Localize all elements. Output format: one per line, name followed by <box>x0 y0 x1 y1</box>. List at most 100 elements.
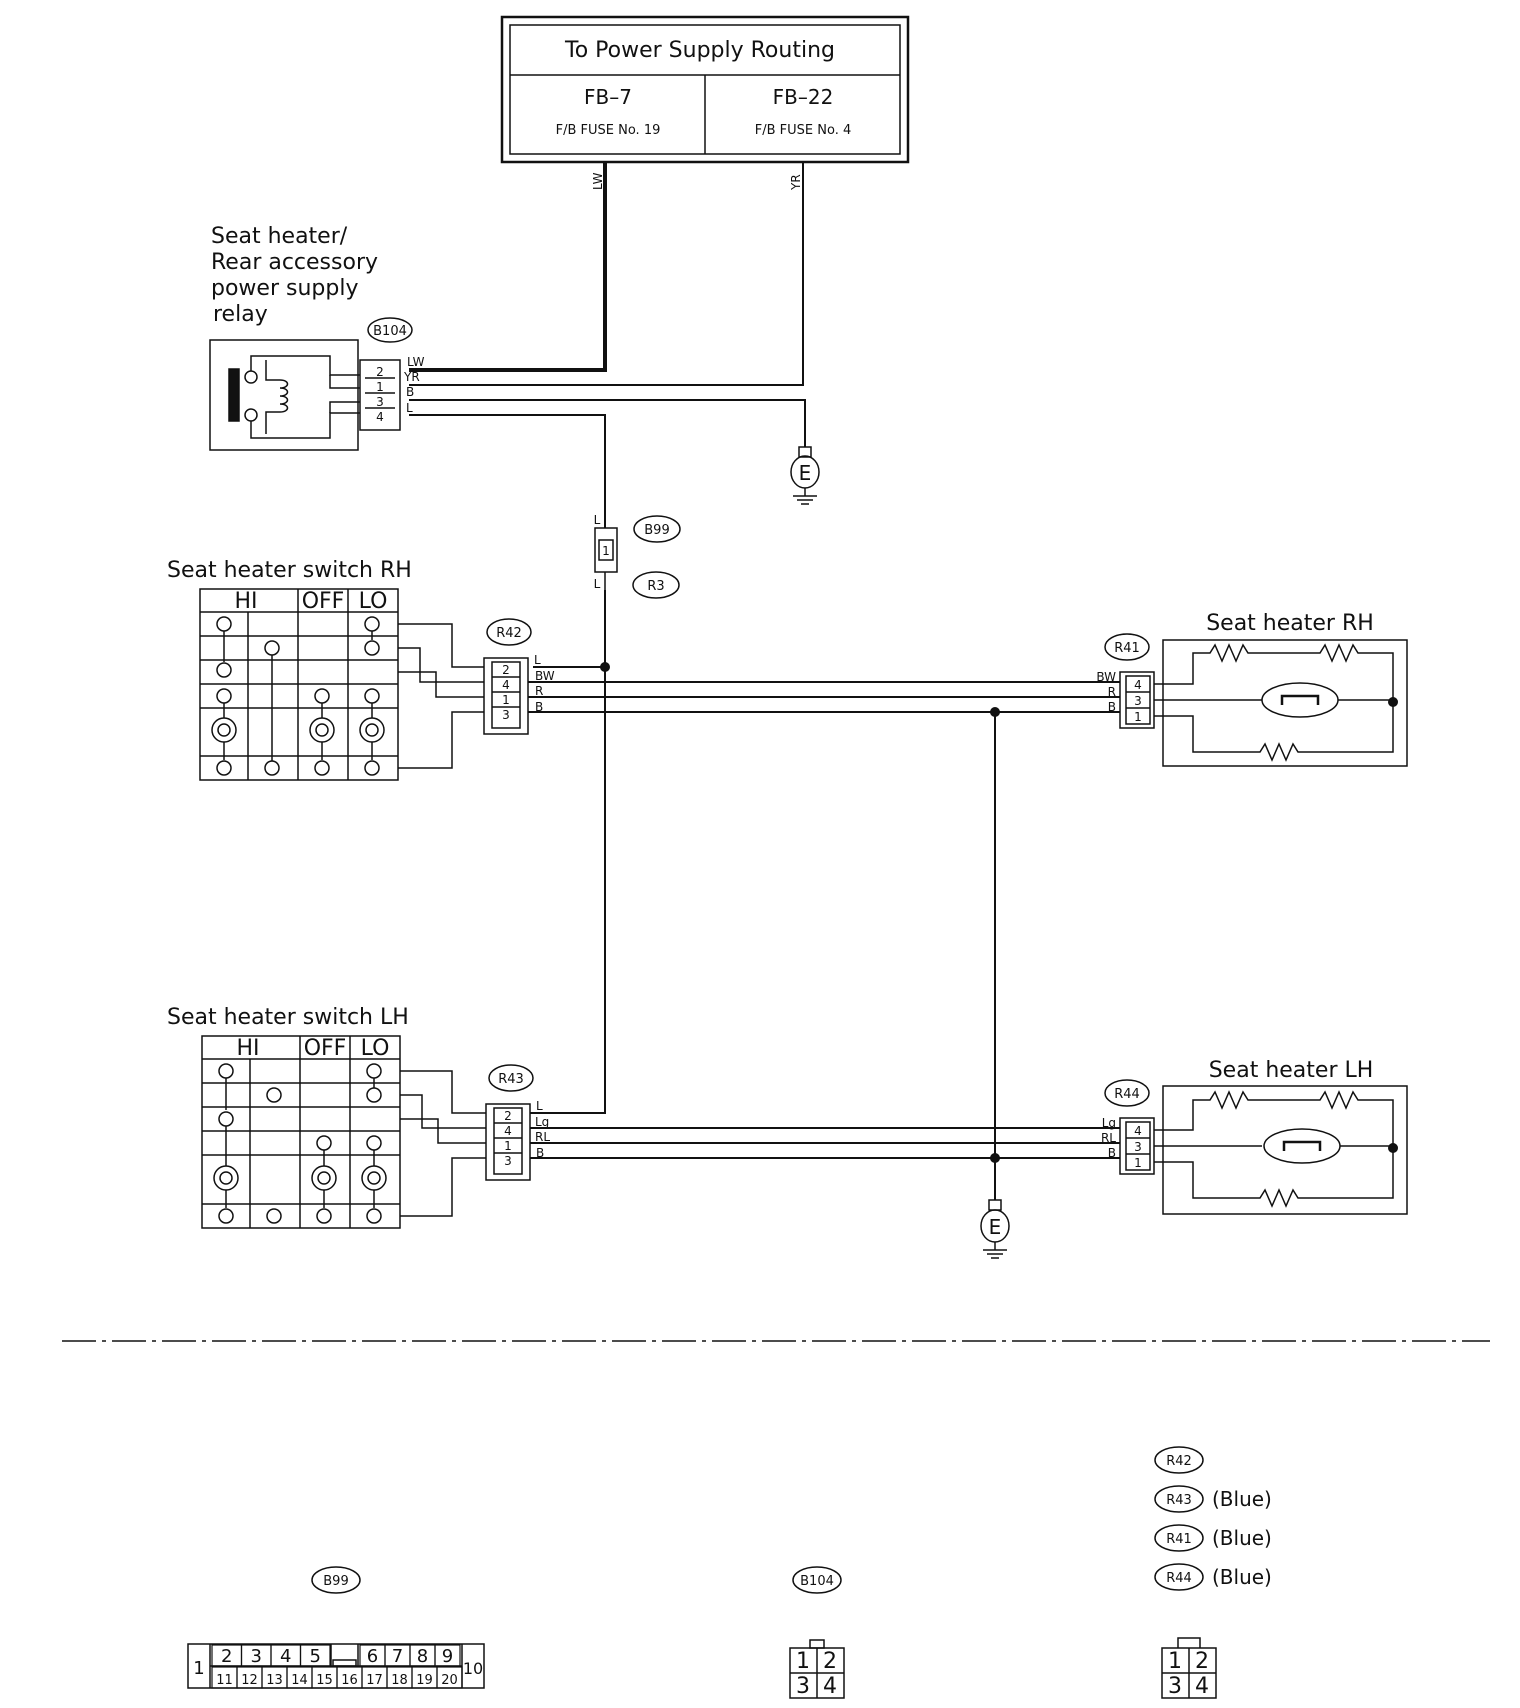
r44-pin-3: 3 <box>1134 1140 1142 1154</box>
r44-wire-lg: Lg <box>1102 1116 1116 1130</box>
b99-pin-5: 5 <box>310 1646 321 1667</box>
splice-l-rh <box>600 662 610 672</box>
relay-pin-1: 1 <box>376 380 384 394</box>
switch-lh-pos-lo: LO <box>361 1036 390 1061</box>
r42-wire-bw: BW <box>535 669 555 683</box>
b99-pin-9: 9 <box>442 1646 453 1667</box>
r41-pin-3: 3 <box>1134 694 1142 708</box>
b99-pin-3: 3 <box>251 1646 262 1667</box>
connector-view-legend: 1 2 3 4 <box>1161 1637 1217 1699</box>
b104-pin-3: 3 <box>796 1674 810 1699</box>
fuse-left-code: FB–7 <box>584 85 632 109</box>
r43-wire-b: B <box>536 1146 544 1160</box>
svg-text:R42: R42 <box>496 626 522 641</box>
connector-tag-r41: R41 <box>1104 633 1150 661</box>
svg-text:Rear accessory: Rear accessory <box>211 250 378 275</box>
b99-pin-13: 13 <box>266 1673 283 1688</box>
relay-wire-b: B <box>406 385 414 399</box>
r43-pin-1: 1 <box>504 1139 512 1153</box>
svg-text:Seat heater/: Seat heater/ <box>211 224 348 249</box>
b99-pin-cell <box>299 1644 331 1667</box>
b99-pin-14: 14 <box>291 1673 308 1688</box>
b99-pin-15: 15 <box>316 1673 333 1688</box>
b99-pin-12: 12 <box>241 1673 258 1688</box>
r42-wire-r: R <box>535 684 543 698</box>
joint-wire-bottom: L <box>594 577 601 591</box>
b99-pin-cell <box>436 1666 463 1689</box>
wire-label-lw-vertical: LW <box>591 172 605 190</box>
switch-rh-pos-lo: LO <box>359 589 388 614</box>
r43-pin-2: 2 <box>504 1109 512 1123</box>
switch-lh-connector-r43 <box>485 1103 531 1181</box>
switch-rh-title: Seat heater switch RH <box>167 558 412 583</box>
svg-text:R43: R43 <box>498 1072 524 1087</box>
legend-pin-1: 1 <box>1168 1649 1182 1674</box>
b99-pin-cell <box>434 1644 461 1667</box>
legend-item-r43: R43 (Blue) <box>1154 1485 1272 1513</box>
heater-rh-body <box>1154 639 1408 767</box>
svg-text:relay: relay <box>213 302 268 327</box>
connector-tag-r44: R44 <box>1104 1079 1150 1107</box>
svg-text:R41: R41 <box>1166 1532 1192 1547</box>
relay-pin-3: 3 <box>376 395 384 409</box>
svg-text:B99: B99 <box>323 1574 348 1589</box>
svg-text:B104: B104 <box>373 324 407 339</box>
relay-pin-4: 4 <box>376 410 384 424</box>
switch-lh-pos-hi: HI <box>236 1036 259 1061</box>
r41-wire-bw: BW <box>1096 670 1116 684</box>
b99-pin-6: 6 <box>367 1646 378 1667</box>
joint-pin-1: 1 <box>602 544 610 558</box>
wire-label-yr-vertical: YR <box>789 174 803 191</box>
fuse-right-sub: F/B FUSE No. 4 <box>755 123 851 138</box>
legend-pin-2: 2 <box>1195 1649 1209 1674</box>
svg-text:R41: R41 <box>1114 641 1140 656</box>
legend-pin-4: 4 <box>1195 1674 1209 1699</box>
legend-item-r42: R42 <box>1154 1446 1204 1474</box>
joint-connector <box>594 527 618 590</box>
svg-text:R44: R44 <box>1166 1571 1192 1586</box>
connector-tag-b99: B99 <box>633 515 681 543</box>
wires-rh-harness <box>528 681 1120 713</box>
r41-wire-b: B <box>1108 700 1116 714</box>
b99-pin-8: 8 <box>417 1646 428 1667</box>
svg-text:B99: B99 <box>644 523 669 538</box>
connector-tag-r3: R3 <box>632 571 680 599</box>
heater-lh-title: Seat heater LH <box>1209 1058 1374 1083</box>
b99-pin-7: 7 <box>392 1646 403 1667</box>
b99-pin-19: 19 <box>416 1673 433 1688</box>
b99-pin-17: 17 <box>366 1673 383 1688</box>
r44-pin-1: 1 <box>1134 1156 1142 1170</box>
ground-label-top: E <box>799 461 812 485</box>
wire-l-main <box>533 590 606 1114</box>
switch-lh-body <box>201 1035 486 1229</box>
r43-wire-rl: RL <box>535 1130 550 1144</box>
joint-wire-top: L <box>594 513 601 527</box>
heater-rh-node <box>1388 697 1398 707</box>
relay-wire-yr: YR <box>403 370 420 384</box>
switch-rh-body <box>199 588 484 781</box>
splice-b-lh <box>990 1153 1000 1163</box>
svg-text:R3: R3 <box>647 579 664 594</box>
ground-symbol-top <box>790 446 820 505</box>
power-box-title: To Power Supply Routing <box>564 38 835 63</box>
relay-title: Seat heater/ Rear accessory power supply… <box>211 224 378 327</box>
fuse-left-sub: F/B FUSE No. 19 <box>556 123 661 138</box>
power-supply-box <box>500 15 910 164</box>
r44-pin-4: 4 <box>1134 1124 1142 1138</box>
svg-text:(Blue): (Blue) <box>1212 1526 1272 1550</box>
legend: R42 R43 (Blue) R41 (Blue) R44 (Blue) <box>1154 1446 1272 1591</box>
svg-text:(Blue): (Blue) <box>1212 1487 1272 1511</box>
heater-lh-body <box>1154 1085 1408 1215</box>
ground-label-bottom: E <box>989 1215 1002 1239</box>
svg-text:B104: B104 <box>800 1574 834 1589</box>
svg-text:R42: R42 <box>1166 1454 1192 1469</box>
legend-item-r44: R44 (Blue) <box>1154 1563 1272 1591</box>
r44-wire-b: B <box>1108 1146 1116 1160</box>
b99-pin-1: 1 <box>193 1658 204 1679</box>
relay-connector-b104 <box>359 359 401 431</box>
r43-wire-lg: Lg <box>535 1115 549 1129</box>
b99-pin-2: 2 <box>221 1646 232 1667</box>
